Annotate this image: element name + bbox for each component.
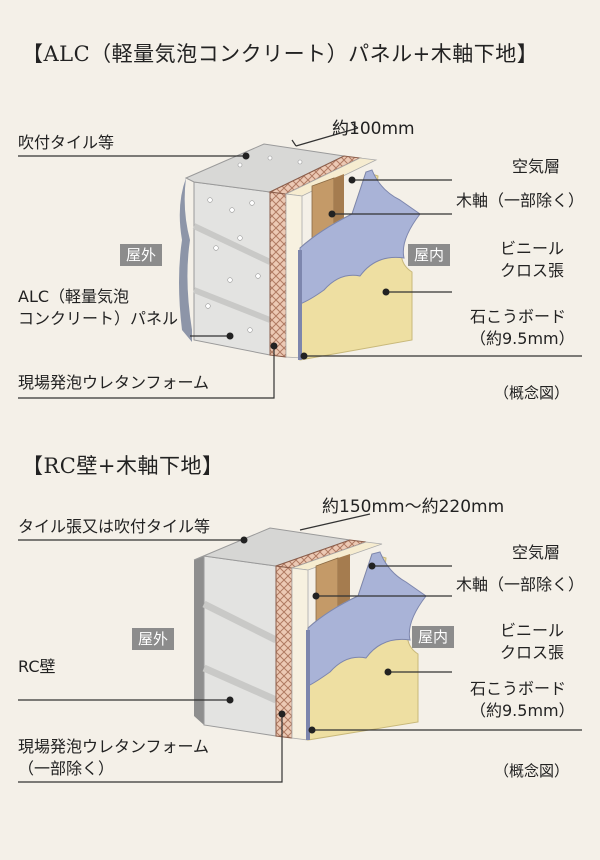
rc-label-air-layer: 空気層 [512, 543, 561, 562]
alc-urethane [269, 191, 287, 358]
rc-wall-face [203, 555, 277, 737]
alc-label-panel: ALC（軽量気泡 コンクリート）パネル [18, 287, 179, 328]
rc-diagram [193, 513, 427, 741]
alc-outside-tag: 屋外 [120, 244, 163, 266]
rc-label-urethane: 現場発泡ウレタンフォーム （一部除く） [18, 737, 210, 778]
rc-label-wood-frame: 木軸（一部除く） [456, 575, 585, 594]
alc-label-vinyl-cloth: ビニール クロス張 [500, 239, 565, 280]
alc-cloth [299, 169, 421, 305]
rc-label-gypsum: 石こうボード （約9.5mm） [470, 679, 575, 720]
alc-spray-finish [179, 178, 192, 342]
alc-inside-tag: 屋内 [408, 244, 451, 266]
rc-outside-tag: 屋外 [132, 628, 175, 650]
alc-dimension: 約100mm [332, 119, 415, 139]
alc-label-air-layer: 空気層 [512, 157, 561, 176]
rc-inside-tag: 屋内 [412, 626, 455, 648]
rc-label-wall: RC壁 [18, 657, 56, 676]
alc-diagram [179, 123, 421, 361]
alc-concept-note: （概念図） [494, 384, 570, 402]
alc-label-urethane: 現場発泡ウレタンフォーム [18, 373, 210, 392]
rc-dimension: 約150mm～約220mm [322, 497, 505, 517]
rc-label-vinyl-cloth: ビニール クロス張 [500, 621, 565, 662]
alc-label-spray-tile: 吹付タイル等 [18, 133, 115, 152]
rc-title: 【RC壁+木軸下地】 [22, 454, 224, 478]
alc-label-gypsum: 石こうボード （約9.5mm） [470, 307, 575, 348]
rc-leaders [18, 536, 582, 783]
rc-cloth [307, 551, 427, 687]
rc-tile-layer [194, 556, 204, 725]
rc-label-tile: タイル張又は吹付タイル等 [18, 517, 211, 536]
alc-leaders [18, 152, 582, 399]
alc-title: 【ALC（軽量気泡コンクリート）パネル+木軸下地】 [22, 42, 539, 66]
rc-concept-note: （概念図） [494, 762, 570, 780]
alc-label-wood-frame: 木軸（一部除く） [456, 191, 585, 210]
